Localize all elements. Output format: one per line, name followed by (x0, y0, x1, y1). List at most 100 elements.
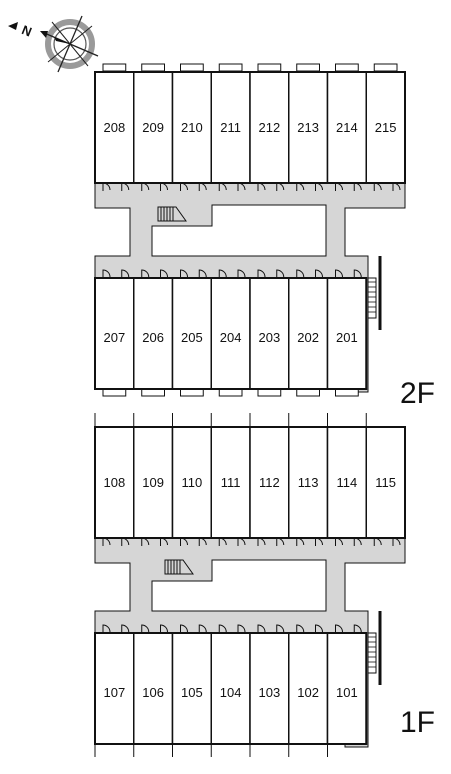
door-icon (276, 269, 285, 278)
room-number: 115 (375, 475, 396, 490)
balcony (257, 388, 282, 397)
floor-label: 1F (400, 706, 435, 739)
exterior-stairs-icon (367, 632, 377, 674)
balcony (296, 388, 320, 397)
door-icon (198, 624, 207, 633)
door-icon (315, 269, 323, 278)
room-number: 206 (142, 330, 164, 345)
room-number: 209 (142, 120, 164, 135)
door-icon (121, 269, 130, 278)
room-number: 205 (181, 330, 203, 345)
room (326, 426, 367, 539)
north-arrow-icon (8, 22, 18, 30)
balcony (218, 388, 243, 397)
room-number: 107 (104, 685, 126, 700)
door-icon (296, 269, 305, 278)
room-number: 212 (259, 120, 281, 135)
room-number: 111 (221, 475, 241, 490)
balcony (180, 388, 204, 397)
balcony (102, 388, 127, 397)
room-number: 106 (142, 685, 164, 700)
room (249, 632, 290, 745)
room (133, 632, 174, 745)
balcony (373, 63, 398, 72)
door-icon (296, 624, 305, 633)
room-number: 203 (259, 330, 281, 345)
room (133, 277, 174, 390)
door-icon (335, 269, 343, 278)
room (288, 71, 329, 184)
door-icon (121, 624, 130, 633)
room-number: 211 (220, 120, 241, 135)
room (249, 71, 290, 184)
door-icon (141, 269, 150, 278)
room-number: 201 (336, 330, 358, 345)
room (326, 71, 367, 184)
door-icon (276, 624, 285, 633)
door-icon (353, 269, 362, 278)
courtyard (151, 559, 327, 612)
door-icon (102, 624, 111, 633)
stairs-icon (164, 559, 194, 575)
door-icon (315, 624, 323, 633)
room-number: 113 (298, 475, 319, 490)
room-number: 101 (336, 685, 358, 700)
door-icon (353, 624, 362, 633)
balcony (218, 63, 243, 72)
balcony (335, 63, 359, 72)
compass-north-letter: N (20, 22, 34, 39)
building-outline (94, 632, 368, 745)
floor-label: 2F (400, 377, 435, 410)
balcony (335, 388, 359, 397)
floor-2f: 208 209 210 211 212 213 214 215 207 206 205 204 203 2… (94, 63, 435, 410)
room-number: 210 (181, 120, 203, 135)
room (288, 426, 329, 539)
room-number: 208 (104, 120, 126, 135)
door-icon (160, 624, 168, 633)
building-outline (94, 277, 368, 390)
balcony (180, 63, 204, 72)
room (249, 277, 290, 390)
room-number: 207 (104, 330, 126, 345)
door-icon (198, 269, 207, 278)
room-number: 110 (182, 475, 203, 490)
door-icon (257, 624, 266, 633)
door-icon (237, 269, 246, 278)
room-number: 103 (259, 685, 281, 700)
room-number: 204 (220, 330, 242, 345)
door-icon (237, 624, 246, 633)
room-number: 109 (142, 475, 164, 490)
room-number: 108 (104, 475, 126, 490)
room-number: 215 (375, 120, 397, 135)
building-outline (94, 426, 406, 539)
room (210, 426, 251, 539)
room (94, 277, 135, 390)
door-icon (257, 269, 266, 278)
room-number: 202 (297, 330, 319, 345)
door-icon (102, 269, 111, 278)
door-icon (180, 269, 188, 278)
balcony (296, 63, 320, 72)
stairs-icon (157, 206, 187, 222)
room-number: 102 (297, 685, 319, 700)
room-number: 114 (337, 475, 358, 490)
room (288, 632, 329, 745)
room-number: 104 (220, 685, 242, 700)
building-outline (94, 71, 406, 184)
balcony (102, 63, 127, 72)
door-icon (180, 624, 188, 633)
balcony (141, 63, 165, 72)
compass-icon (40, 15, 99, 73)
door-icon (141, 624, 150, 633)
room (210, 71, 251, 184)
door-icon (160, 269, 168, 278)
room-number: 213 (297, 120, 319, 135)
room (171, 71, 212, 184)
room-number: 214 (336, 120, 358, 135)
balcony (141, 388, 165, 397)
room-number: 112 (259, 475, 280, 490)
courtyard (151, 204, 327, 257)
exterior-stairs-icon (367, 277, 377, 319)
